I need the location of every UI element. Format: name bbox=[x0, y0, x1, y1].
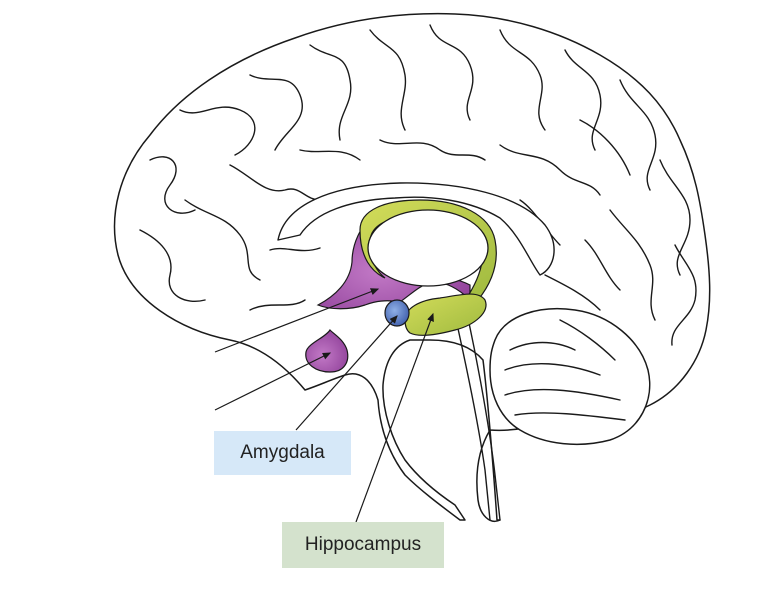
hippocampus bbox=[404, 293, 487, 336]
amygdala-pointer-line bbox=[295, 315, 398, 431]
hippocampus-label: Hippocampus bbox=[282, 522, 444, 568]
pituitary bbox=[305, 329, 349, 373]
corpus-callosum bbox=[277, 182, 555, 276]
hippocampus-pointer-line bbox=[355, 312, 434, 523]
hypothalamus-pointer-line bbox=[214, 288, 380, 353]
cerebellum bbox=[489, 308, 651, 446]
pituitary-pointer-line bbox=[214, 352, 332, 411]
amygdala bbox=[384, 299, 410, 327]
brainstem bbox=[454, 314, 491, 521]
amygdala-label: Amygdala bbox=[214, 431, 351, 475]
thalamus bbox=[367, 209, 489, 287]
